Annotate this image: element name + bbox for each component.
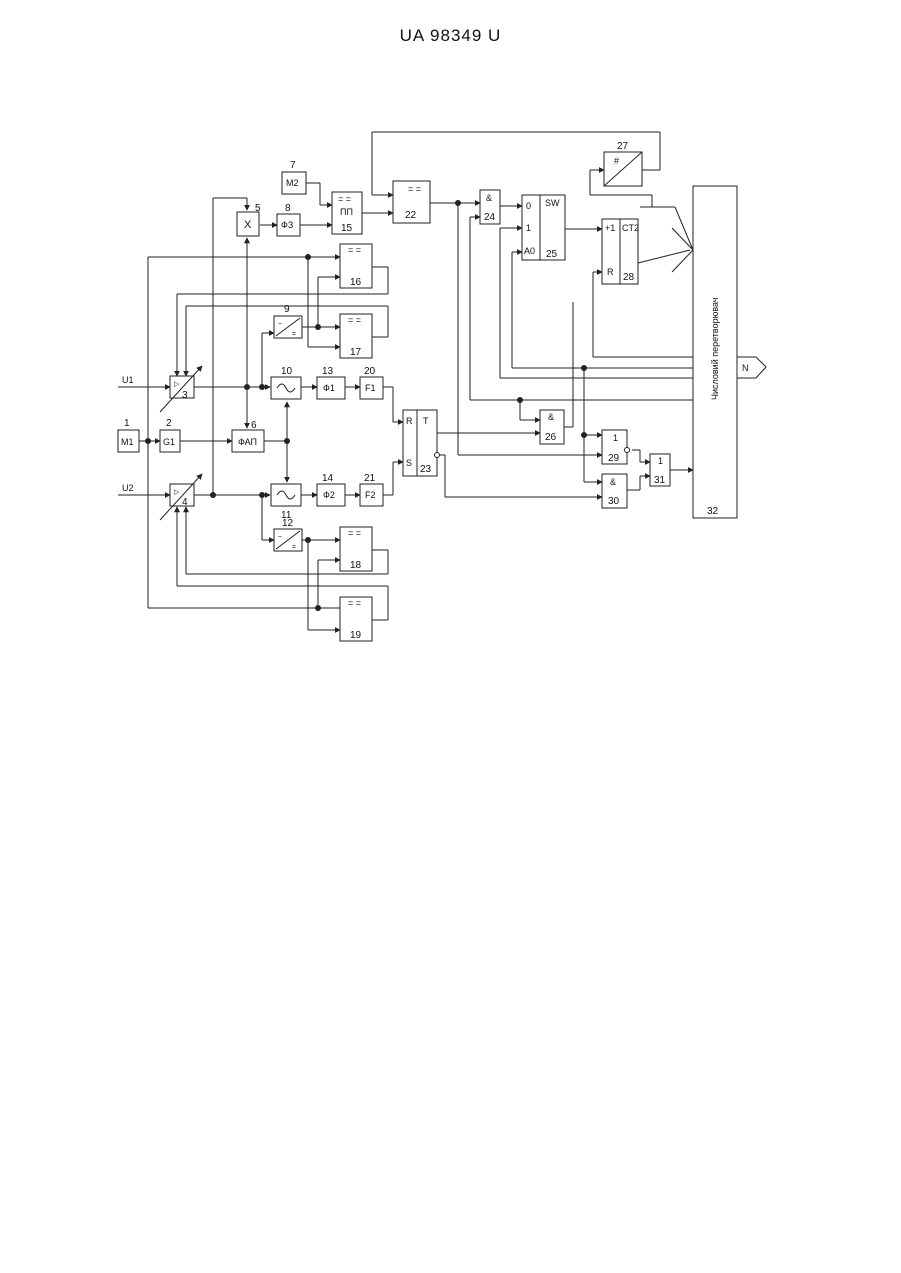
wires: [118, 132, 766, 630]
block-text-label: 28: [623, 272, 635, 283]
input-u2: U2: [122, 483, 134, 493]
block-text-label: 25: [546, 249, 558, 260]
trigger-inverse-output: [435, 453, 440, 458]
block-text-label: ▷: [174, 381, 180, 388]
block-text-label: 5: [255, 203, 261, 214]
block-text-label: 17: [350, 347, 362, 358]
block-text-label: 8: [285, 203, 291, 214]
block-text-label: M2: [286, 178, 299, 188]
block-text-label: 31: [654, 475, 666, 486]
block-text-label: S: [406, 458, 412, 468]
block-text-label: F2: [365, 490, 376, 500]
block-text-label: 15: [341, 223, 353, 234]
block-text-label: 20: [364, 366, 376, 377]
block-text-label: 2: [166, 418, 172, 429]
block-text-label: 1: [124, 418, 130, 429]
block-text-label: Ф2: [323, 490, 335, 500]
block-text-label: = =: [408, 184, 421, 194]
block-text-label: 18: [350, 560, 362, 571]
block-text-label: = =: [338, 194, 351, 204]
block-text-label: 21: [364, 473, 376, 484]
block-text-label: #: [614, 156, 619, 166]
block-text-label: 1: [658, 456, 663, 466]
block-text-label: +1: [605, 223, 615, 233]
input-u1: U1: [122, 375, 134, 385]
block-text-label: =: [292, 331, 296, 338]
block-text-label: 7: [290, 160, 296, 171]
block-text-label: = =: [348, 598, 361, 608]
block-text-label: T: [423, 416, 429, 426]
block-text-label: F1: [365, 383, 376, 393]
block-text-label: Ф1: [323, 383, 335, 393]
block-text-label: 1: [613, 433, 618, 443]
output-n: N: [742, 363, 749, 373]
block-text-label: 0: [526, 201, 531, 211]
block-text-label: 22: [405, 210, 417, 221]
block-text-label: = =: [348, 315, 361, 325]
block-text-label: 27: [617, 141, 629, 152]
block-text-label: G1: [163, 437, 175, 447]
block-text-label: SW: [545, 198, 560, 208]
block-text-label: CT2: [622, 223, 639, 233]
block-text-label: X: [244, 219, 252, 231]
block-text-label: ~: [278, 321, 282, 328]
block-text-label: R: [406, 416, 413, 426]
block-text-label: 10: [281, 366, 293, 377]
block-text-label: 32: [707, 506, 719, 517]
block-text-label: 12: [282, 518, 294, 529]
block-text-label: =: [292, 544, 296, 551]
block-text-label: &: [486, 193, 492, 203]
block-text-label: 26: [545, 432, 557, 443]
block-text-label: 9: [284, 304, 290, 315]
block-text-label: = =: [348, 245, 361, 255]
block-text-label: ~: [278, 534, 282, 541]
block-text-label: = =: [348, 528, 361, 538]
block-text-label: &: [548, 412, 554, 422]
block-text-label: 13: [322, 366, 334, 377]
block-text-label: 24: [484, 212, 496, 223]
block-text-label: 29: [608, 453, 620, 464]
block-text-label: &: [610, 477, 616, 487]
block-text-label: M1: [121, 437, 134, 447]
block-text-label: 23: [420, 464, 432, 475]
or29-inverse-output: [625, 448, 630, 453]
block-text-label: 16: [350, 277, 362, 288]
block-text-label: 19: [350, 630, 362, 641]
block-text-label: ПП: [340, 207, 353, 217]
block-text-label: 4: [182, 497, 188, 508]
block-text-label: ФЗ: [281, 220, 293, 230]
block-text-label: ▷: [174, 489, 180, 496]
block-text-label: 3: [182, 390, 188, 401]
block-text-label: 1: [526, 223, 531, 233]
block-text-label: 6: [251, 420, 257, 431]
numeric-converter-label: Числовий перетворювач: [710, 297, 720, 400]
labels: U1 U2 N 1 M1 2 G1 3 4 5 X 6 ФАП 7 M2 8 Ф…: [121, 141, 749, 641]
block-text-label: 30: [608, 496, 620, 507]
block-text-label: R: [607, 267, 614, 277]
block-text-label: 14: [322, 473, 334, 484]
block-text-label: ФАП: [238, 437, 257, 447]
block-text-label: A0: [524, 246, 535, 256]
